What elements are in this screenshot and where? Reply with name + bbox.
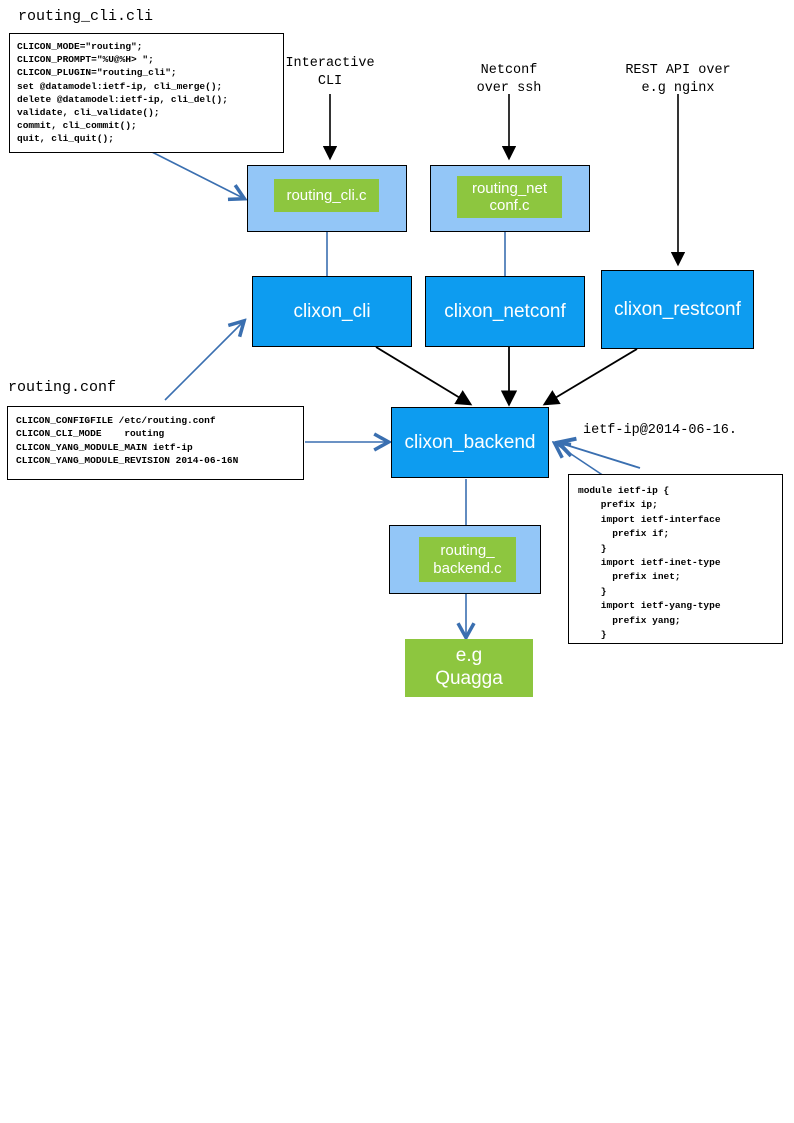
cli-file-line: CLICON_PROMPT="%U@%H> "; (17, 54, 154, 66)
arrow-cli-file-to-routing-cli-c (147, 149, 243, 198)
yang-file-line: import ietf-inet-type (578, 557, 721, 569)
arrow-clixon-cli-to-backend (375, 346, 473, 406)
yang-file-line: prefix ip; (578, 499, 658, 511)
entrypoint-label-rest-api: REST API over e.g nginx (625, 63, 731, 97)
yang-file-line: } (578, 542, 607, 554)
arrow-clixon-restconf-to-backend (542, 348, 638, 406)
arrow-conf-file-to-clixon-cli (164, 322, 243, 401)
plugin-routing-cli-c[interactable]: routing_cli.c (274, 179, 379, 212)
entrypoint-label-interactive-cli: Interactive CLI (285, 56, 375, 90)
cli-file-line: CLICON_PLUGIN="routing_cli"; (17, 67, 177, 79)
yang-file-panel: module ietf-ip { prefix ip; import ietf-… (568, 474, 783, 644)
conf-file-line: CLICON_YANG_MODULE_MAIN ietf-ip (16, 441, 193, 453)
yang-file-line: import ietf-yang-type (578, 600, 721, 612)
yang-file-line: import ietf-interface (578, 513, 721, 525)
cli-file-line: commit, cli_commit(); (17, 120, 137, 132)
yang-file-title: ietf-ip@2014-06-16. (583, 423, 737, 438)
daemon-quagga[interactable]: e.g Quagga (405, 639, 533, 697)
arrow-yang-label (560, 443, 641, 469)
entrypoint-label-netconf-over-ssh: Netconf over ssh (476, 63, 542, 97)
cli-file-panel: CLICON_MODE="routing"; CLICON_PROMPT="%U… (9, 33, 284, 153)
yang-file-line: prefix if; (578, 528, 670, 540)
cli-file-line: CLICON_MODE="routing"; (17, 41, 143, 52)
plugin-routing-backend-c[interactable]: routing_ backend.c (419, 537, 516, 582)
plugin-container-routing-backend-c[interactable]: routing_ backend.c (389, 525, 541, 594)
process-clixon-backend[interactable]: clixon_backend (391, 407, 549, 478)
conf-file-line: CLICON_CONFIGFILE /etc/routing.conf (16, 415, 216, 426)
conf-file-panel: CLICON_CONFIGFILE /etc/routing.conf CLIC… (7, 406, 304, 480)
yang-file-line: } (578, 585, 607, 597)
yang-file-line: module ietf-ip { (578, 485, 670, 496)
conf-file-line: CLICON_CLI_MODE routing (16, 428, 165, 440)
yang-file-line: } (578, 629, 607, 641)
conf-file-line: CLICON_YANG_MODULE_REVISION 2014-06-16N (16, 455, 239, 467)
cli-file-line: delete @datamodel:ietf-ip, cli_del(); (17, 93, 228, 105)
yang-file-line: prefix inet; (578, 571, 681, 583)
plugin-container-routing-netconf-c[interactable]: routing_net conf.c (430, 165, 590, 232)
cli-file-line: validate, cli_validate(); (17, 107, 160, 119)
conf-file-title: routing.conf (8, 379, 117, 396)
process-clixon-cli[interactable]: clixon_cli (252, 276, 412, 347)
plugin-routing-netconf-c[interactable]: routing_net conf.c (457, 176, 562, 218)
process-clixon-netconf[interactable]: clixon_netconf (425, 276, 585, 347)
cli-file-title: routing_cli.cli (18, 8, 154, 25)
cli-file-line: quit, cli_quit(); (17, 133, 114, 145)
plugin-container-routing-cli-c[interactable]: routing_cli.c (247, 165, 407, 232)
cli-file-line: set @datamodel:ietf-ip, cli_merge(); (17, 80, 223, 92)
yang-file-line: prefix yang; (578, 614, 681, 626)
process-clixon-restconf[interactable]: clixon_restconf (601, 270, 754, 349)
